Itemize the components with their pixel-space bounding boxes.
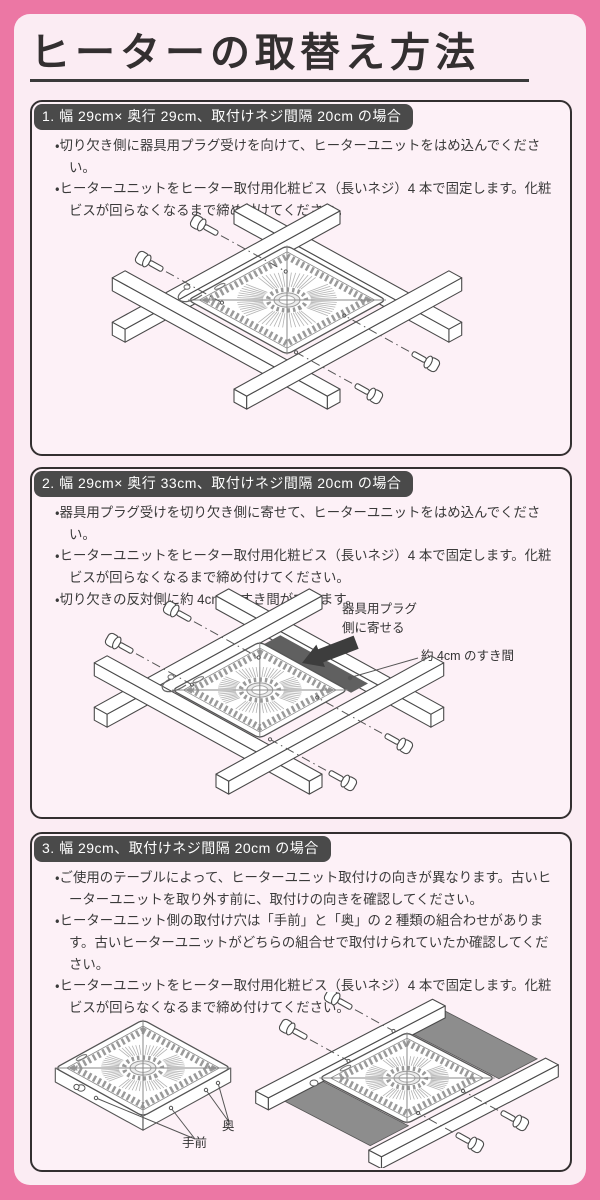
- mounting-screw: [293, 350, 384, 405]
- leader-line: [205, 1089, 230, 1123]
- section-case-29x33: 2. 幅 29cm× 奥行 33cm、取付けネジ間隔 20cm の場合 ・器具用…: [30, 467, 572, 819]
- mounting-screw: [342, 313, 441, 373]
- frame-beam: [215, 655, 445, 795]
- instruction-item: ・ヒーターユニット側の取付け穴は「手前」と「奥」の 2 種類の組合わせがあります…: [55, 913, 549, 972]
- power-cord: [177, 287, 203, 303]
- label-back-holes: 奥: [222, 1119, 235, 1133]
- screw-hole: [168, 1105, 174, 1111]
- heater-unit: [319, 1032, 494, 1123]
- plug-knob-tip: [73, 1083, 80, 1091]
- screw-hole: [215, 1080, 221, 1086]
- manual-page: ヒーターの取替え方法 1. 幅 29cm× 奥行 29cm、取付けネジ間隔 20…: [14, 14, 586, 1185]
- instruction-item: ・器具用プラグ受けを切り欠き側に寄せて、ヒーターユニットをはめ込んでください。: [55, 504, 541, 542]
- mounting-screw: [162, 600, 261, 660]
- section-2-instructions: ・器具用プラグ受けを切り欠き側に寄せて、ヒーターユニットをはめ込んでください。 …: [32, 497, 570, 611]
- mounting-screw: [104, 632, 195, 687]
- mounting-screw: [323, 992, 396, 1034]
- mounting-screw: [134, 250, 225, 305]
- section-case-29-width: 3. 幅 29cm、取付けネジ間隔 20cm の場合 ・ご使用のテーブルによって…: [30, 832, 572, 1172]
- instruction-item: ・ヒーターユニットをヒーター取付用化粧ビス（長いネジ）4 本で固定します。化粧ビ…: [55, 548, 552, 585]
- section-3-heading: 3. 幅 29cm、取付けネジ間隔 20cm の場合: [34, 836, 331, 862]
- heater-unit: [188, 246, 386, 355]
- gap-pointer-dot: [347, 675, 353, 681]
- mounting-screw: [315, 695, 414, 755]
- screw-hole: [93, 1095, 99, 1101]
- section-3-instructions: ・ご使用のテーブルによって、ヒーターユニット取付けの向きが異なります。古いヒータ…: [32, 862, 570, 1019]
- illustration-heater-in-frame-29x29: [111, 203, 463, 410]
- leader-line: [351, 657, 419, 678]
- heater-unit: [172, 642, 347, 738]
- section-2-heading: 2. 幅 29cm× 奥行 33cm、取付けネジ間隔 20cm の場合: [34, 471, 414, 497]
- mounting-screw: [267, 737, 358, 792]
- frame-beam: [233, 270, 463, 410]
- illustration-heater-in-frame-29x33: [93, 588, 445, 795]
- mounting-screw: [460, 1088, 530, 1132]
- frame-beam: [368, 1057, 559, 1168]
- instruction-item: ・ご使用のテーブルによって、ヒーターユニット取付けの向きが異なります。古いヒータ…: [55, 869, 552, 907]
- screw-hole: [203, 1087, 209, 1093]
- cord-plug: [183, 284, 191, 290]
- heater-unit: [55, 1020, 230, 1116]
- section-1-instructions: ・切り欠き側に器具用プラグ受けを向けて、ヒーターユニットをはめ込んでください。 …: [32, 130, 570, 222]
- push-direction-arrow: [302, 635, 359, 668]
- mounting-screw: [189, 214, 288, 274]
- illustration-mounting-orientation: [54, 992, 559, 1168]
- instruction-item: ・切り欠き側に器具用プラグ受けを向けて、ヒーターユニットをはめ込んでください。: [55, 137, 541, 175]
- leader-line: [217, 1082, 230, 1123]
- plug-knob: [309, 1079, 319, 1087]
- label-gap-about-4cm: 約 4cm のすき間: [421, 649, 515, 663]
- page-title: ヒーターの取替え方法: [30, 31, 480, 75]
- power-cord: [161, 677, 187, 693]
- label-front-holes: 手前: [182, 1136, 208, 1150]
- label-push-toward-plug-side: 器具用プラグ 側に寄せる: [342, 602, 418, 635]
- section-1-heading: 1. 幅 29cm× 奥行 29cm、取付けネジ間隔 20cm の場合: [34, 104, 414, 130]
- leader-line: [95, 1097, 196, 1140]
- cord-plug: [167, 674, 175, 680]
- mounting-screw: [278, 1018, 351, 1064]
- mounting-screw: [415, 1110, 485, 1154]
- section-case-29x29: 1. 幅 29cm× 奥行 29cm、取付けネジ間隔 20cm の場合 ・切り欠…: [30, 100, 572, 456]
- instruction-item: ・ヒーターユニットをヒーター取付用化粧ビス（長いネジ）4 本で固定します。化粧ビ…: [55, 978, 552, 1016]
- leader-line: [170, 1107, 196, 1140]
- instruction-item: ・ヒーターユニットをヒーター取付用化粧ビス（長いネジ）4 本で固定します。化粧ビ…: [55, 181, 552, 218]
- title-underline: [30, 79, 529, 82]
